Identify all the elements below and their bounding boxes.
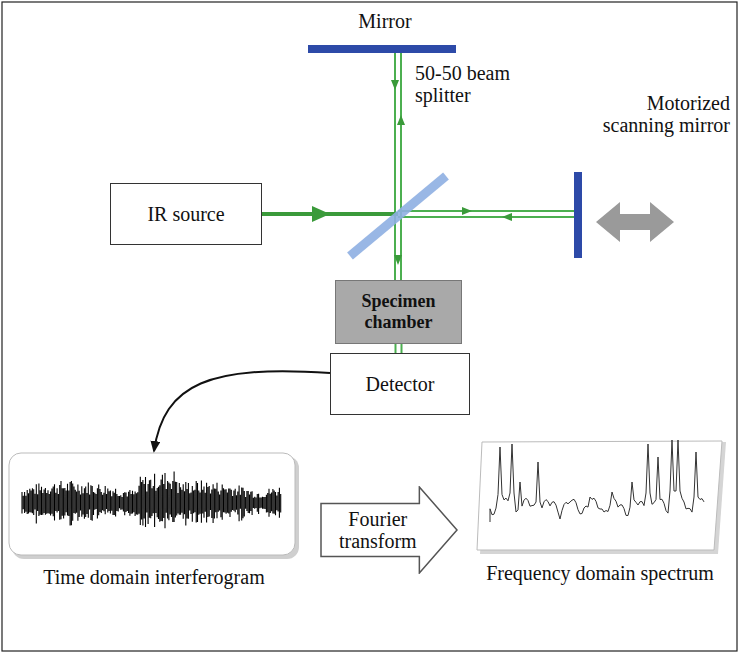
part-label: Motorized scanning mirror — [590, 92, 730, 136]
beam — [398, 210, 574, 212]
block-arrow-outline — [321, 487, 457, 573]
panel-caption: Frequency domain spectrum — [472, 562, 728, 584]
interferogram-trace — [22, 472, 281, 529]
beam — [400, 53, 402, 280]
panel-frame — [9, 453, 295, 555]
box-text: Specimen chamber — [344, 291, 453, 333]
arrow-text-wrap: Fourier transform — [324, 506, 432, 555]
part-label: Mirror — [330, 10, 440, 32]
beam-splitter — [350, 176, 446, 256]
beam-arrow — [394, 255, 402, 265]
connector — [396, 344, 402, 353]
plot-pane — [8, 452, 300, 560]
beam-arrow — [312, 206, 330, 222]
transform-arrow: Fourier transform — [320, 486, 458, 574]
interferogram-panel: Time domain interferogram — [8, 452, 300, 588]
panel-caption: Time domain interferogram — [8, 566, 300, 588]
fixed-mirror — [308, 45, 456, 53]
interferogram-plot — [8, 452, 300, 560]
detector-box: Detector — [330, 353, 470, 415]
beam-arrow — [391, 80, 399, 90]
caption-text: Time domain interferogram — [18, 566, 290, 588]
beam — [398, 216, 574, 218]
connector — [154, 371, 330, 451]
caption-text: Frequency domain spectrum — [482, 562, 718, 584]
panel-frame — [477, 441, 722, 550]
arrow-text: Fourier transform — [324, 508, 432, 552]
scanning-mirror — [574, 172, 582, 258]
plot-pane — [472, 440, 728, 556]
part-label: 50-50 beam splitter — [415, 62, 555, 106]
box-text: Detector — [366, 373, 435, 395]
specimen-box: Specimen chamber — [335, 280, 462, 344]
spectrum-panel: Frequency domain spectrum — [472, 440, 728, 584]
spectrum-trace — [490, 440, 704, 522]
motion-arrow — [596, 202, 674, 242]
beam-arrow — [462, 207, 472, 215]
source-box: IR source — [110, 183, 262, 245]
box-text: IR source — [147, 203, 224, 225]
beam-arrow — [502, 213, 512, 221]
spectrum-plot — [472, 440, 728, 556]
beam-arrow — [397, 115, 405, 125]
